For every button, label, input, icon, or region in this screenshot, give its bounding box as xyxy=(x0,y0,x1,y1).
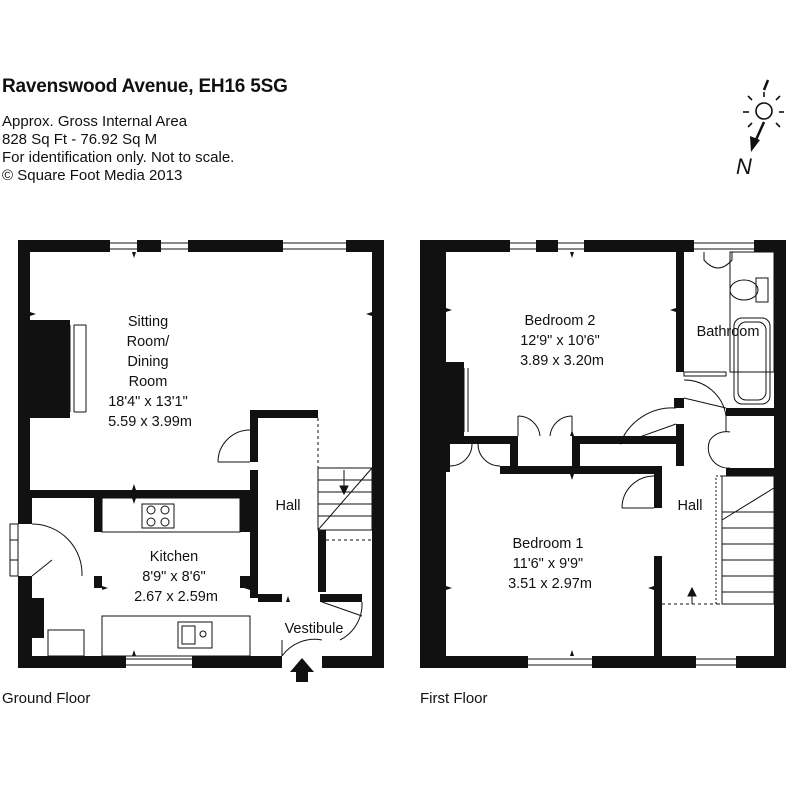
kitchen-label: Kitchen 8'9" x 8'6" 2.67 x 2.59m xyxy=(134,549,218,605)
entrance-arrow-icon xyxy=(290,658,314,682)
ground-floor-windows xyxy=(69,242,346,666)
first-room-labels: Bedroom 2 12'9" x 10'6" 3.89 x 3.20m Bat… xyxy=(508,313,759,592)
first-floor-label: First Floor xyxy=(420,690,488,707)
ground-floor-label: Ground Floor xyxy=(2,690,91,707)
sitting-room-label: Sitting Room/ Dining Room 18'4" x 13'1" … xyxy=(108,314,192,430)
bathroom-fittings xyxy=(683,251,775,405)
bedroom-2-label: Bedroom 2 12'9" x 10'6" 3.89 x 3.20m xyxy=(520,313,604,369)
compass-north-letter: N xyxy=(736,154,752,179)
property-address-title: Ravenswood Avenue, EH16 5SG xyxy=(2,76,288,97)
vestibule-label: Vestibule xyxy=(285,621,344,637)
ground-hall-label: Hall xyxy=(276,498,301,514)
first-floor-windows xyxy=(463,242,754,666)
ground-floor-stairs xyxy=(317,418,373,541)
kitchen-fittings xyxy=(47,497,251,657)
first-hall-label: Hall xyxy=(678,498,703,514)
ground-dimension-ticks xyxy=(30,252,372,656)
bedroom-1-label: Bedroom 1 11'6" x 9'9" 3.51 x 2.97m xyxy=(508,536,592,592)
first-floor-stairs xyxy=(662,475,775,605)
bathroom-label: Bathroom xyxy=(697,324,760,340)
first-dimension-ticks xyxy=(446,252,676,656)
ground-room-labels: Sitting Room/ Dining Room 18'4" x 13'1" … xyxy=(108,314,343,637)
first-floor-doors xyxy=(449,379,731,509)
copyright-text: © Square Foot Media 2013 xyxy=(2,167,183,184)
compass-rose-icon xyxy=(743,79,784,152)
ground-floor-doors xyxy=(9,429,363,657)
first-floor-walls xyxy=(420,240,786,668)
area-value: 828 Sq Ft - 76.92 Sq M xyxy=(2,131,158,148)
disclaimer-text: For identification only. Not to scale. xyxy=(2,149,235,166)
area-label: Approx. Gross Internal Area xyxy=(2,113,188,130)
ground-floor-walls xyxy=(18,240,384,668)
